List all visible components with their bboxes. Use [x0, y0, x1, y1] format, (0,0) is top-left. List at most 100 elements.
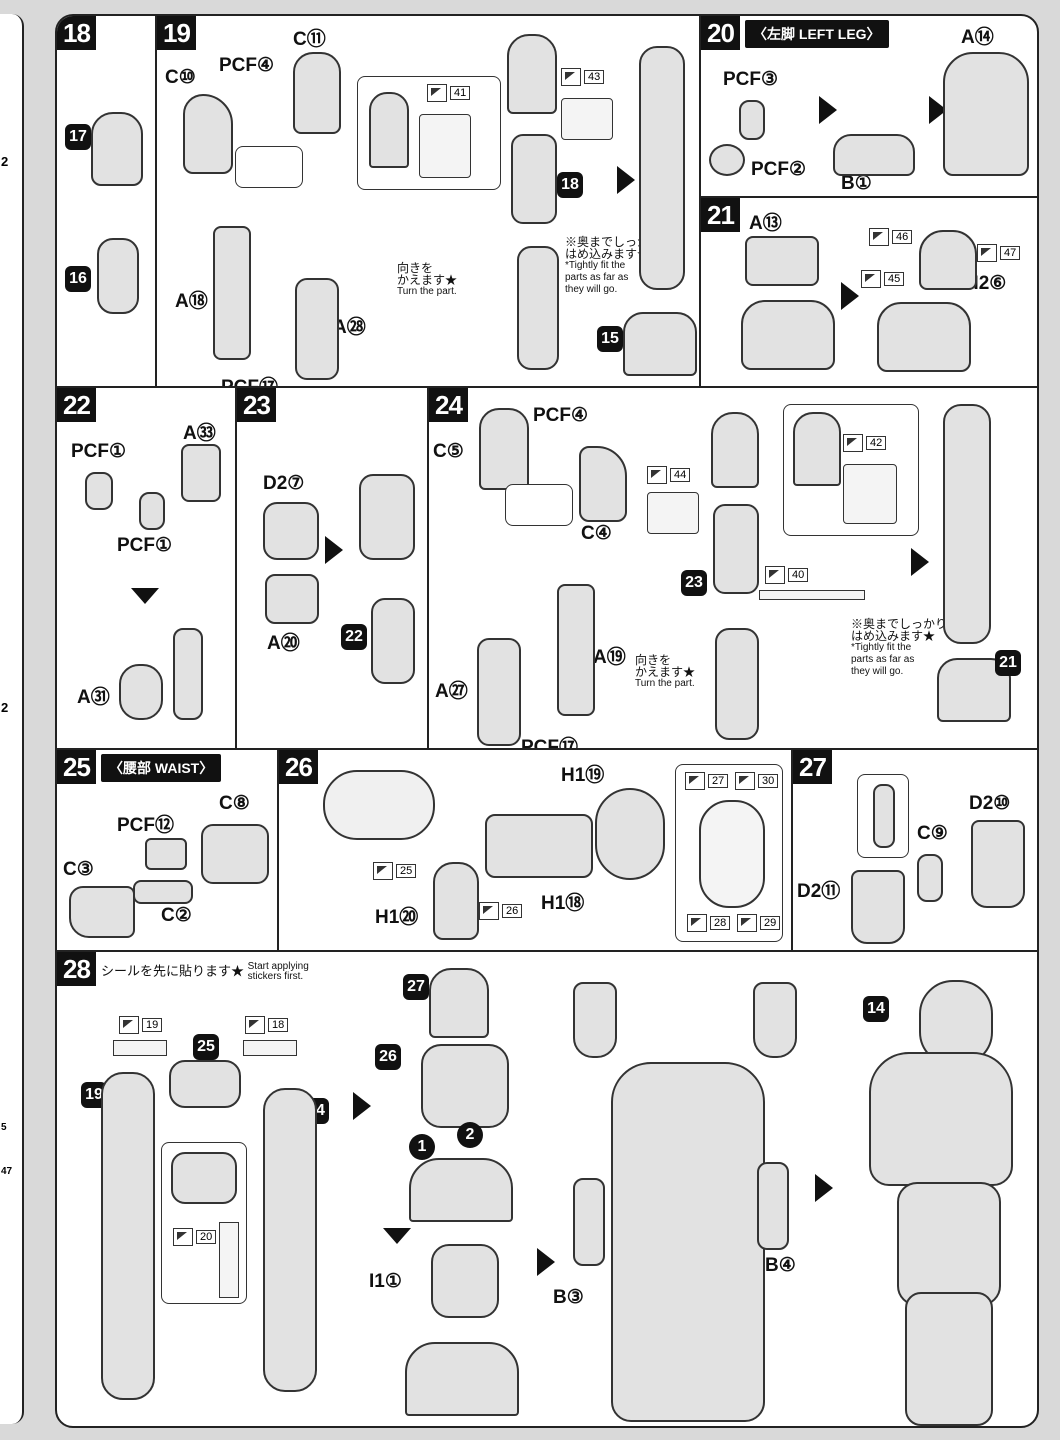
sticker-43-outline	[561, 98, 613, 140]
next-arrow	[815, 1174, 833, 1202]
waist-frame-shape	[323, 770, 435, 840]
sticker-18-strip	[243, 1040, 297, 1056]
figure-legs-shape	[905, 1292, 993, 1426]
part-label: PCF⑰	[221, 377, 279, 388]
hip-assy-shape	[405, 1342, 519, 1416]
step-order-2: 2	[457, 1122, 483, 1148]
next-arrow	[819, 96, 837, 124]
step-21-panel: 21 A⑬ 46 47 45 H2⑥	[701, 198, 1037, 388]
part-label: PCF①	[117, 535, 173, 556]
sticker-ref: 29	[737, 914, 781, 932]
left-leg-shape	[263, 1088, 317, 1392]
d27-shape	[263, 502, 319, 560]
instruction-sheet: 18 17 16 19 C⑩ PCF④ C⑪ 41 43 18 ※奥までしっかり…	[55, 14, 1039, 1428]
h26-shape	[919, 230, 977, 290]
b4-shape	[757, 1162, 789, 1250]
part-label: C②	[161, 905, 192, 926]
assembled-leg-shape	[639, 46, 685, 290]
part-ref: 23	[681, 570, 707, 596]
right-leg-shape	[101, 1072, 155, 1400]
figure-hips-shape	[897, 1182, 1001, 1306]
step-number: 26	[279, 750, 318, 784]
step-28-panel: 28 シールを先に貼ります★ Start applying stickers f…	[57, 952, 1037, 1426]
part-17-shape	[91, 112, 143, 186]
part-label: A⑱	[175, 291, 208, 312]
b1-shape	[833, 134, 915, 176]
waist-assy-shape	[169, 1060, 241, 1108]
c2-shape	[133, 880, 193, 904]
detail-box	[505, 484, 573, 526]
d211-shape	[851, 870, 905, 944]
part-label: C⑩	[165, 67, 196, 88]
sticker-ref: 20	[173, 1228, 217, 1246]
next-arrow	[325, 536, 343, 564]
h19-shape	[595, 788, 665, 880]
sticker-ref: 47	[977, 244, 1021, 262]
head-part-shape	[507, 34, 557, 114]
step-number: 19	[157, 16, 196, 50]
sticker-ref: 42	[843, 434, 887, 452]
part-label: PCF①	[71, 441, 127, 462]
sticker-44-outline	[647, 492, 699, 534]
foot-base-shape	[741, 300, 835, 370]
step-number: 23	[237, 388, 276, 422]
b3-shape	[573, 1178, 605, 1266]
turn-note: 向きをかえます★Turn the part.	[397, 261, 458, 297]
part-label: A㉛	[77, 687, 110, 708]
shin-part-shape	[713, 504, 759, 594]
step-22-panel: 22 PCF① A㉝ PCF① A㉛	[57, 388, 237, 750]
step-20-panel: 20 〈左脚 LEFT LEG〉 A⑭ PCF③ PCF② B①	[701, 16, 1037, 198]
side-number: 5	[1, 1122, 7, 1133]
side-number: 2	[1, 700, 9, 715]
side-number: 47	[1, 1166, 13, 1177]
c4-shape	[579, 446, 627, 522]
step-number: 24	[429, 388, 468, 422]
part-ref: 25	[193, 1034, 219, 1060]
part-ref: 17	[65, 124, 91, 150]
part-c10-shape	[183, 94, 233, 174]
sticker-19-strip	[113, 1040, 167, 1056]
a20-shape	[265, 574, 319, 624]
sticker-ref: 28	[687, 914, 731, 932]
a33-shape	[181, 444, 221, 502]
shin-part-shape	[511, 134, 557, 224]
sticker-ref: 40	[765, 566, 809, 584]
sticker-target-shape	[793, 412, 841, 486]
assembled-foot-shape	[877, 302, 971, 372]
part-26-shape	[421, 1044, 509, 1128]
d210-shape	[971, 820, 1025, 908]
head-part-shape	[711, 412, 759, 488]
a13-shape	[745, 236, 819, 286]
side-number: 2	[1, 154, 9, 169]
part-label: C③	[63, 859, 94, 880]
down-arrow	[131, 588, 159, 604]
part-label: PCF⑰	[521, 737, 579, 750]
next-arrow	[617, 166, 635, 194]
part-ref: 22	[341, 624, 367, 650]
part-label: A⑳	[267, 633, 300, 654]
part-ref: 18	[557, 172, 583, 198]
figure-torso-shape	[869, 1052, 1013, 1186]
a31-shape	[119, 664, 163, 720]
sticker-ref: 45	[861, 270, 905, 288]
part-ref: 27	[403, 974, 429, 1000]
sticker-ref: 19	[119, 1016, 163, 1034]
step-27-panel: 27 C⑨ D2⑩ D2⑪	[793, 750, 1037, 952]
blade-right-shape	[753, 982, 797, 1058]
a27-shape	[477, 638, 521, 746]
part-label: B①	[841, 173, 872, 194]
next-arrow	[911, 548, 929, 576]
next-arrow	[929, 96, 947, 124]
step-number: 22	[57, 388, 96, 422]
part-label: C⑤	[433, 441, 464, 462]
a14-shape	[943, 52, 1029, 176]
c5-shape	[479, 408, 529, 490]
part-label: A㉝	[183, 423, 216, 444]
part-label: D2⑪	[797, 881, 841, 902]
part-label: D2⑩	[969, 793, 1011, 814]
sticker-ref: 44	[647, 466, 691, 484]
part-label: H1⑳	[375, 907, 419, 928]
next-arrow	[841, 282, 859, 310]
step-number: 21	[701, 198, 740, 232]
